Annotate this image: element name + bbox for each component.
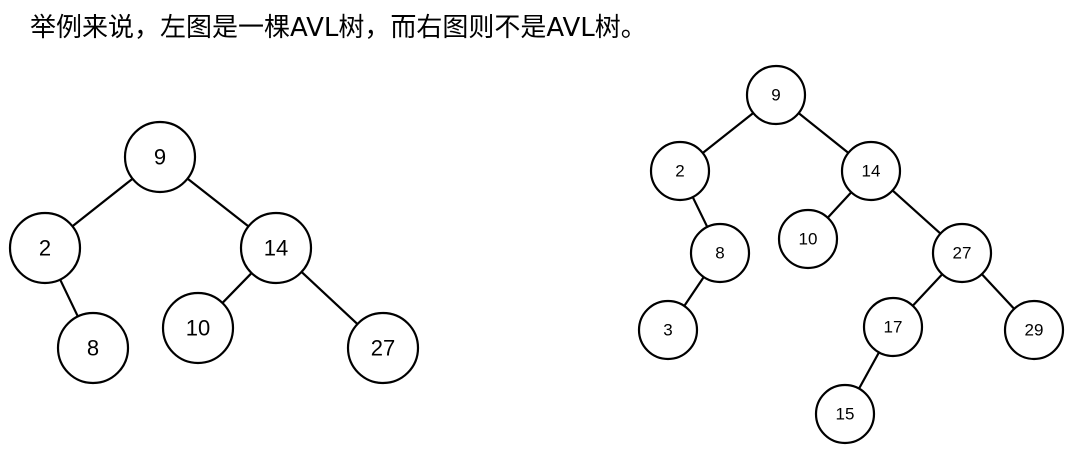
edge-2-8 (59, 279, 79, 317)
edge-27-17 (911, 273, 944, 307)
node-14: 14 (239, 211, 313, 285)
node-label: 17 (884, 318, 903, 337)
caption-text: 举例来说，左图是一棵AVL树，而右图则不是AVL树。 (30, 13, 647, 43)
node-circle (346, 311, 420, 385)
edge-2-8 (691, 196, 709, 228)
node-circle (931, 222, 993, 284)
node-label: 10 (799, 230, 818, 249)
node-10: 10 (777, 208, 839, 270)
node-label: 10 (186, 316, 210, 341)
left-tree: 9 2 14 8 10 27 (8, 120, 420, 385)
node-15: 15 (814, 383, 876, 445)
node-circle (8, 211, 82, 285)
node-label: 14 (264, 236, 288, 261)
node-14: 14 (840, 140, 902, 202)
node-label: 14 (862, 162, 881, 181)
node-circle (840, 140, 902, 202)
edge-9-14 (797, 112, 850, 154)
node-2: 2 (649, 140, 711, 202)
node-label: 27 (953, 244, 972, 263)
node-27: 27 (346, 311, 420, 385)
edge-9-2 (71, 177, 134, 228)
node-label: 2 (675, 162, 684, 181)
edge-8-3 (683, 276, 705, 307)
edge-9-14 (186, 177, 250, 228)
right-tree: 9 2 14 8 10 27 3 17 29 15 (637, 64, 1065, 445)
edge-14-10 (221, 272, 253, 304)
node-circle (161, 291, 235, 365)
node-circle (56, 311, 130, 385)
node-9: 9 (123, 120, 197, 194)
edge-14-27 (891, 189, 942, 235)
node-circle (239, 211, 313, 285)
edge-17-15 (858, 351, 880, 390)
node-label: 8 (87, 336, 99, 361)
node-circle (862, 296, 924, 358)
edge-27-29 (981, 273, 1015, 310)
node-29: 29 (1003, 299, 1065, 361)
node-label: 3 (663, 321, 672, 340)
node-8: 8 (689, 222, 751, 284)
node-label: 9 (154, 145, 166, 170)
node-label: 27 (371, 336, 395, 361)
node-2: 2 (8, 211, 82, 285)
node-label: 29 (1025, 321, 1044, 340)
node-label: 2 (39, 236, 51, 261)
edge-14-10 (826, 191, 853, 219)
node-circle (689, 222, 751, 284)
node-circle (777, 208, 839, 270)
node-label: 8 (715, 244, 724, 263)
node-circle (745, 64, 807, 126)
node-circle (123, 120, 197, 194)
node-circle (637, 299, 699, 361)
node-3: 3 (637, 299, 699, 361)
node-label: 15 (836, 405, 855, 424)
node-circle (1003, 299, 1065, 361)
node-circle (814, 383, 876, 445)
edge-14-27 (300, 271, 359, 325)
node-9: 9 (745, 64, 807, 126)
edge-9-2 (702, 112, 754, 154)
node-label: 9 (771, 86, 780, 105)
node-8: 8 (56, 311, 130, 385)
node-17: 17 (862, 296, 924, 358)
node-27: 27 (931, 222, 993, 284)
node-10: 10 (161, 291, 235, 365)
node-circle (649, 140, 711, 202)
